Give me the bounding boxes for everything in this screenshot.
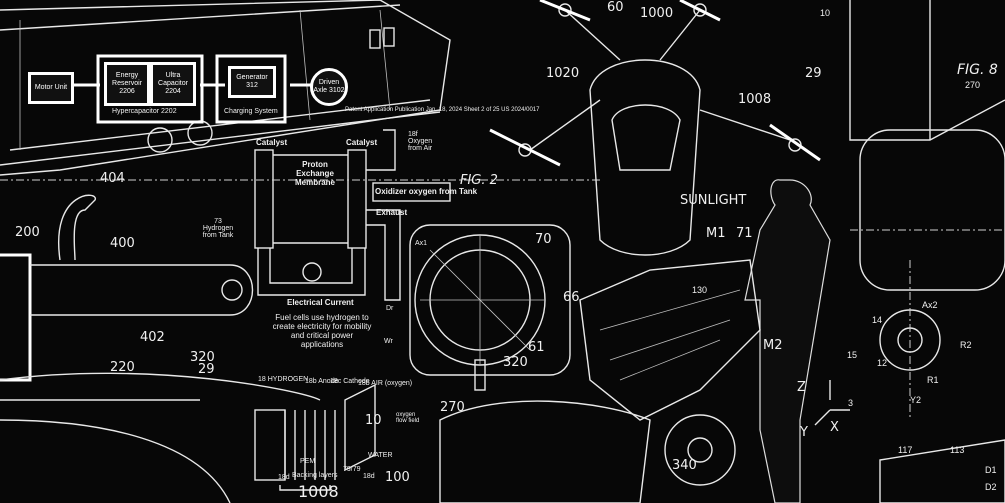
ref-label: 100: [385, 470, 410, 485]
publication-header: Patent Application Publication Jan. 18, …: [345, 107, 540, 113]
water-label: WATER: [368, 452, 393, 459]
flow-field-label: oxygen flow field: [396, 412, 420, 424]
ref-label: R2: [960, 340, 972, 350]
ref-label: M2: [763, 338, 783, 353]
ref-label: Ax2: [922, 300, 938, 310]
ref-label: 61: [528, 340, 545, 355]
ref-label: 270: [440, 400, 465, 415]
ref-label: 320: [503, 355, 528, 370]
person-silhouette: [744, 179, 831, 503]
fig-2-label: FIG. 2: [460, 173, 498, 188]
fuel-cell-diagram: [0, 129, 480, 301]
hydrogen-label: 73 Hydrogen from Tank: [202, 218, 234, 239]
robot-arm: [579, 259, 761, 421]
ref-label: 29: [805, 66, 822, 81]
pem-label: PEM: [300, 458, 316, 465]
charging-label: Charging System: [224, 108, 278, 115]
ref-label: Dr: [386, 305, 394, 312]
ref-label: 14: [872, 315, 883, 325]
ref-label: 340: [672, 458, 697, 473]
ref-18d-2: 18d: [363, 473, 375, 480]
ref-label: 117: [898, 445, 913, 455]
pem-stack: [254, 383, 376, 491]
exhaust-label: Exhaust: [376, 208, 408, 217]
generator-block: Generator 312: [228, 66, 276, 98]
ref-label: Y2: [910, 395, 922, 405]
ref-label: 404: [100, 171, 125, 186]
energy-reservoir-block: Energy Reservoir 2206: [104, 62, 150, 106]
axis-z-label: Z: [797, 380, 806, 395]
drone-drawing: [489, 0, 821, 256]
backing-label: Backing layers: [292, 472, 338, 479]
stack-cathode-label: 18c Cathode: [330, 378, 370, 385]
train-drawing: [0, 0, 600, 181]
axis-x-label: X: [830, 420, 839, 435]
stack-hydrogen-label: 18 HYDROGEN: [258, 376, 309, 383]
ref-label: M1: [706, 226, 726, 241]
ref-label: 60: [607, 0, 624, 15]
ref-label: 400: [110, 236, 135, 251]
oxygen-air-label: 18f Oxygen from Air: [408, 131, 433, 152]
left-machinery: [0, 194, 321, 503]
lower-housing: [439, 400, 651, 503]
ref-label: 15: [847, 350, 858, 360]
rotor-mechanism: [409, 224, 571, 391]
motor-block: Motor Unit: [28, 72, 74, 104]
ref-7979: 79/79: [343, 466, 361, 473]
right-mechanism: [814, 0, 1005, 503]
hypercapacitor-label: Hypercapacitor 2202: [112, 108, 177, 115]
ref-label: 12: [877, 358, 888, 368]
ref-label: D1: [985, 465, 997, 475]
ref-label: 1020: [546, 66, 580, 81]
ref-label: 130: [692, 285, 708, 295]
stack-air-label: 18b AIR (oxygen): [358, 380, 413, 387]
ref-label: 220: [110, 360, 135, 375]
ref-label: 113: [950, 445, 965, 455]
stack-anode-label: 18b Anode: [305, 378, 339, 385]
ref-label: 270: [965, 80, 981, 90]
ref-label: R1: [927, 375, 939, 385]
ref-label: 3: [848, 398, 854, 408]
sunlight-label: SUNLIGHT: [680, 193, 747, 208]
ref-label: 1000: [640, 6, 674, 21]
catalyst-right-label: Catalyst: [346, 138, 378, 147]
ref-18d: 18d: [278, 474, 290, 481]
ref-label: 29: [198, 362, 215, 377]
ultra-capacitor-block: Ultra Capacitor 2204: [150, 62, 196, 106]
axis-y-label: Y: [800, 425, 808, 440]
ref-label: 320: [190, 350, 215, 365]
ref-label: 402: [140, 330, 165, 345]
ref-label: 71: [736, 226, 753, 241]
ref-label: 200: [15, 225, 40, 240]
ref-label: D2: [985, 482, 997, 492]
ref-label: Ax1: [415, 240, 428, 247]
ref-label: 66: [563, 290, 580, 305]
fuel-cell-caption: Fuel cells use hydrogen to create electr…: [272, 313, 372, 349]
ref-label: 1008: [738, 92, 772, 107]
ref-label: 70: [535, 232, 552, 247]
ref-label: Wr: [384, 338, 393, 345]
catalyst-left-label: Catalyst: [256, 138, 288, 147]
fig-8-label: FIG. 8: [957, 62, 998, 78]
driven-axle-block: Driven Axle 3102: [310, 68, 348, 106]
oxidizer-label: Oxidizer oxygen from Tank: [375, 187, 478, 196]
current-label: Electrical Current: [287, 298, 354, 307]
membrane-label: Proton Exchange Membrane: [294, 160, 335, 187]
ref-10: 10: [365, 413, 382, 428]
ref-label: 10: [820, 8, 831, 18]
ref-1008: 1008: [298, 482, 339, 501]
